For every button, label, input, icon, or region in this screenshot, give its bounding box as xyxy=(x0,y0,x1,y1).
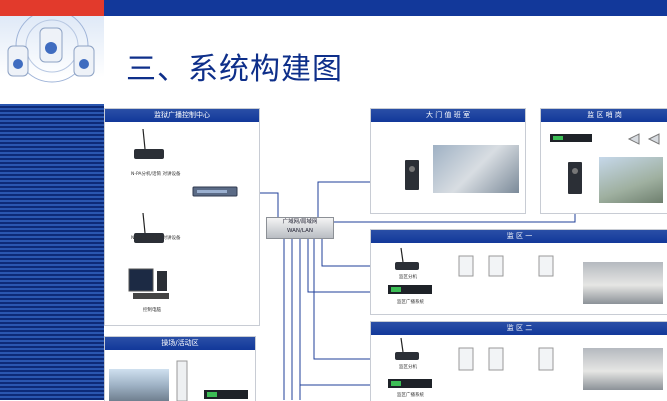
cell-block-photo xyxy=(583,262,663,304)
device-label-mic-2: N-PA分机/话筒 对讲设备 xyxy=(131,236,181,241)
side-stripe-panel xyxy=(0,104,104,400)
device-label-zone2-mic: 监区分机 xyxy=(399,365,417,370)
panel-control-center-title: 监狱广播控制中心 xyxy=(105,109,259,122)
cell-block-photo xyxy=(583,348,663,390)
horn-speaker-icon xyxy=(627,133,660,145)
wall-speaker-group-icon xyxy=(458,347,554,371)
panel-gate-room: 大 门 值 班 室 xyxy=(370,108,526,214)
desk-microphone-icon xyxy=(134,128,164,159)
panel-zone-2-title: 监 区 二 xyxy=(371,322,667,335)
panel-playground: 操场/活动区 xyxy=(104,336,256,401)
top-accent-bar xyxy=(0,0,104,16)
device-label-zone1-amp: 监区广播系统 xyxy=(397,300,424,305)
page-title: 三、系统构建图 xyxy=(126,52,343,87)
column-speaker-icon xyxy=(176,360,188,401)
guard-photo xyxy=(433,145,519,193)
network-node: 广域网/局域网 WAN/LAN xyxy=(266,217,334,239)
panel-watchtower: 监 区 哨 岗 xyxy=(540,108,667,214)
desk-microphone-icon xyxy=(134,212,164,243)
amplifier-icon xyxy=(204,390,248,399)
network-label-en: WAN/LAN xyxy=(287,228,313,234)
computer-icon xyxy=(128,268,169,299)
intercom-terminal-icon xyxy=(568,162,582,194)
panel-zone-1-title: 监 区 一 xyxy=(371,230,667,243)
panel-zone-2: 监 区 二 监区分机 监区广播系统 xyxy=(370,321,667,401)
amplifier-icon xyxy=(388,285,432,294)
panel-watchtower-title: 监 区 哨 岗 xyxy=(541,109,667,122)
network-label-cn: 广域网/局域网 xyxy=(282,219,318,225)
panel-zone-1: 监 区 一 监区分机 监区广播系统 xyxy=(370,229,667,315)
top-header-bar xyxy=(104,0,667,16)
device-label-zone1-mic: 监区分机 xyxy=(399,275,417,280)
building-photo xyxy=(599,157,663,203)
panel-gate-room-title: 大 门 值 班 室 xyxy=(371,109,525,122)
amplifier-icon xyxy=(388,379,432,388)
wall-speaker-group-icon xyxy=(458,255,554,277)
device-label-zone2-amp: 监区广播系统 xyxy=(397,393,424,398)
device-label-computer: 控制电脑 xyxy=(143,308,161,313)
intercom-terminal-icon xyxy=(405,160,419,190)
network-switch-icon xyxy=(192,186,238,197)
desk-microphone-icon xyxy=(395,337,419,360)
desk-microphone-icon xyxy=(395,247,419,270)
panel-control-center: 监狱广播控制中心 N-PA分机/话筒 对讲设备 N-PA分机/话筒 对讲设备 控… xyxy=(104,108,260,326)
logo-graphic xyxy=(0,16,104,104)
playground-photo xyxy=(109,369,169,401)
speaker-logo-icon xyxy=(7,16,95,83)
panel-playground-title: 操场/活动区 xyxy=(105,337,255,350)
device-label-mic-1: N-PA分机/话筒 对讲设备 xyxy=(131,172,181,177)
amplifier-icon xyxy=(550,134,592,142)
